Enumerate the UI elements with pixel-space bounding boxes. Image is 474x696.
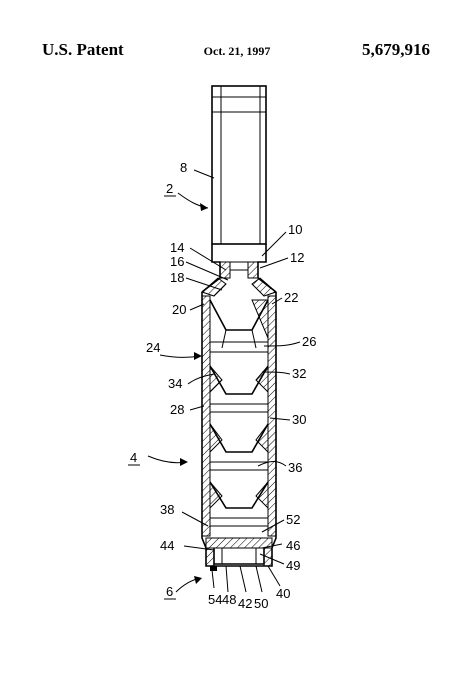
ref-22: 22 [284,290,298,305]
ref-16: 16 [170,254,184,269]
ref-6: 6 [166,584,173,599]
housing-body [201,292,277,567]
ref-26: 26 [302,334,316,349]
ref-50: 50 [254,596,268,611]
ref-40: 40 [276,586,290,601]
ref-32: 32 [292,366,306,381]
leader-lines [181,169,301,593]
ref-18: 18 [170,270,184,285]
ref-10: 10 [288,222,302,237]
ref-49: 49 [286,558,300,573]
ref-12: 12 [290,250,304,265]
ref-20: 20 [172,302,186,317]
ref-14: 14 [170,240,184,255]
patent-number: 5,679,916 [362,40,430,59]
cone-baffles [209,299,269,527]
neck-coupling [201,244,277,297]
ref-42: 42 [238,596,252,611]
ref-28: 28 [170,402,184,417]
upper-tube [211,85,267,245]
ref-36: 36 [288,460,302,475]
ref-24: 24 [146,340,160,355]
patent-label: U.S. Patent [42,40,124,59]
reference-numerals: 8 2 10 12 14 16 18 20 22 24 26 34 32 28 … [128,160,316,611]
bottom-cap [205,537,273,571]
ref-52: 52 [286,512,300,527]
arrows [147,192,209,593]
patent-date: Oct. 21, 1997 [203,44,271,58]
ref-34: 34 [168,376,182,391]
ref-46: 46 [286,538,300,553]
ref-30: 30 [292,412,306,427]
ref-54: 54 [208,592,222,607]
ref-48: 48 [222,592,236,607]
ref-8: 8 [180,160,187,175]
ref-44: 44 [160,538,174,553]
ref-2: 2 [166,181,173,196]
ref-38: 38 [160,502,174,517]
ref-4: 4 [130,450,137,465]
